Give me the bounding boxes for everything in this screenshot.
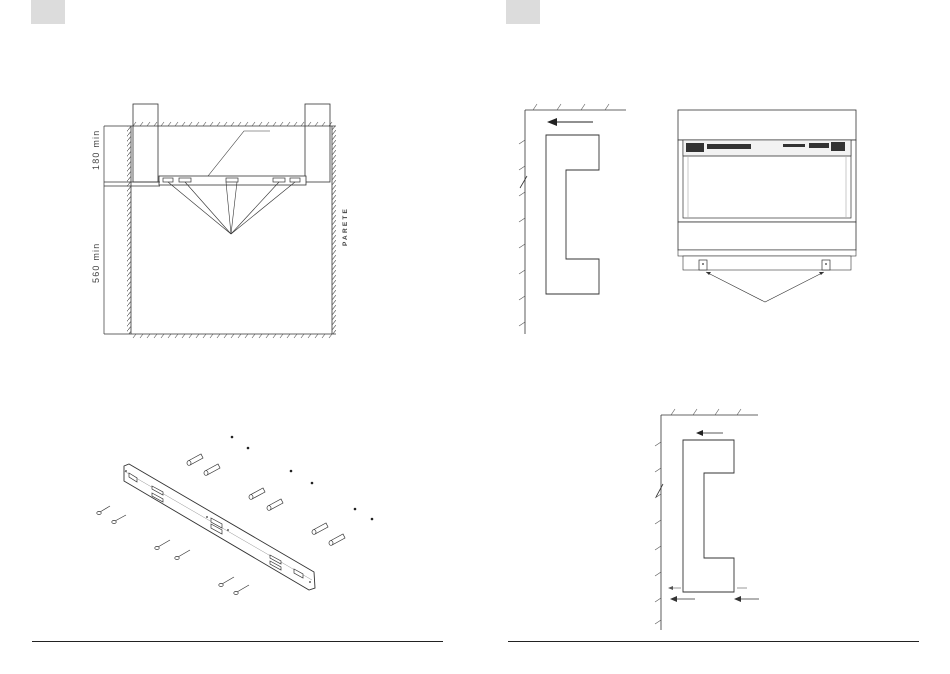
bracket-hardware-diagram: [97, 436, 374, 595]
side-view-diagram-top: [519, 104, 626, 334]
wall-label: PARETE: [342, 207, 349, 246]
clearance-diagram: 180 min 560 min PARETE: [91, 104, 349, 338]
side-view-diagram-bottom: [655, 409, 759, 630]
dimension-side-label: 560 min: [91, 243, 101, 283]
front-view-diagram: [678, 110, 856, 302]
footer-rule-right: [508, 641, 919, 642]
dimension-top-label: 180 min: [91, 130, 101, 170]
page-right: [475, 0, 950, 674]
installation-figures-right: [475, 0, 950, 674]
installation-figures-left: 180 min 560 min PARETE: [0, 0, 475, 674]
page-left: 180 min 560 min PARETE: [0, 0, 475, 674]
footer-rule-left: [32, 641, 443, 642]
